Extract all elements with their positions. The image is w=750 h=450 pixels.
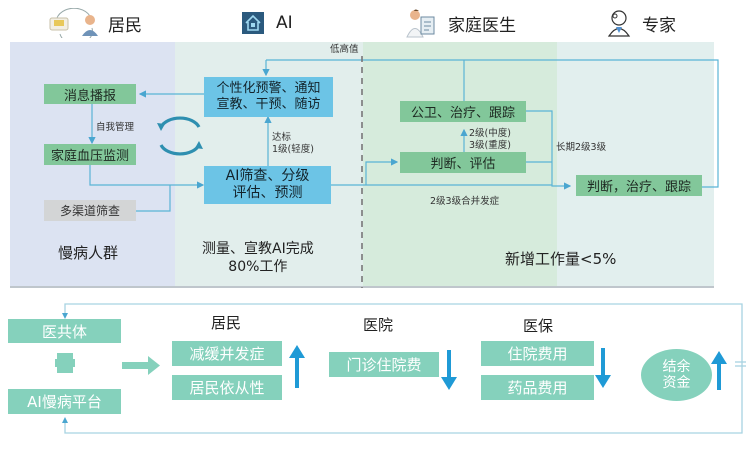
alert-line-2: 宣教、干预、随访 xyxy=(216,97,321,112)
ai-workload-label: 测量、宣教AI完成 80%工作 xyxy=(202,240,314,276)
complication-label: 2级3级合并发症 xyxy=(430,196,500,207)
personalized-alert-box: 个性化预警、通知 宣教、干预、随访 xyxy=(204,77,333,117)
header-role-ai: AI xyxy=(238,8,293,38)
resident-section-title: 居民 xyxy=(211,314,242,332)
multi-channel-screen-label: 多渠道筛查 xyxy=(59,204,120,218)
screen-line-1: AI筛查、分级 xyxy=(225,168,310,185)
screen-line-2: 评估、预测 xyxy=(232,185,303,201)
bp-monitor-person-icon xyxy=(48,8,100,38)
ai-workload-line-1: 测量、宣教AI完成 xyxy=(202,241,314,257)
new-workload-label: 新增工作量<5% xyxy=(505,250,617,268)
outpatient-inpatient-fee-box: 门诊住院费 xyxy=(329,352,439,377)
drug-cost-label: 药品费用 xyxy=(507,379,568,397)
header-role-expert: 专家 xyxy=(604,8,676,38)
header-role-family-doctor: 家庭医生 xyxy=(404,8,516,38)
msg-broadcast-label: 消息播报 xyxy=(63,88,116,104)
hospital-section-title: 医院 xyxy=(363,316,394,334)
ai-workload-line-2: 80%工作 xyxy=(228,259,288,276)
expert-judge-treat-label: 判断，治疗、跟踪 xyxy=(586,180,691,195)
judge-assess-label: 判断、评估 xyxy=(430,157,496,172)
plus-icon xyxy=(55,353,75,373)
reduce-complication-label: 减缓并发症 xyxy=(189,345,265,363)
doctor-clipboard-icon xyxy=(404,8,440,38)
grade-label: 2级(中度) 3级(重度) xyxy=(469,128,511,152)
msg-broadcast-box: 消息播报 xyxy=(44,84,136,104)
public-health-treat-label: 公卫、治疗、跟踪 xyxy=(410,106,515,121)
ai-screening-box: AI筛查、分级 评估、预测 xyxy=(204,166,331,204)
reduce-complication-box: 减缓并发症 xyxy=(172,341,282,366)
outpatient-inpatient-fee-label: 门诊住院费 xyxy=(346,356,422,374)
judge-assess-box: 判断、评估 xyxy=(400,152,526,173)
right-arrow-icon xyxy=(122,356,160,375)
self-manage-label: 自我管理 xyxy=(96,122,135,133)
grade-line-2: 3级(重度) xyxy=(469,139,511,151)
resident-trend-up-arrow-icon xyxy=(289,345,305,388)
role-label: AI xyxy=(276,13,293,33)
expert-doctor-icon xyxy=(604,8,634,38)
insurance-trend-down-arrow-icon xyxy=(595,348,611,388)
grade-line-1: 2级(中度) xyxy=(469,128,511,139)
inpatient-cost-label: 住院费用 xyxy=(507,345,568,363)
bp-monitor-label: 家庭血压监测 xyxy=(50,149,129,164)
resident-compliance-label: 居民依从性 xyxy=(189,379,265,397)
surplus-line-2: 资金 xyxy=(662,375,691,391)
hospital-trend-down-arrow-icon xyxy=(441,350,457,390)
inpatient-cost-box: 住院费用 xyxy=(481,341,594,366)
ai-chronic-platform-box: AI慢病平台 xyxy=(8,389,121,414)
medical-union-box: 医共体 xyxy=(8,319,121,343)
pass-line-2: 1级(轻度) xyxy=(272,143,314,155)
role-label: 专家 xyxy=(642,15,676,36)
lane-bottom-shadow xyxy=(10,286,714,288)
ai-chronic-platform-label: AI慢病平台 xyxy=(27,393,102,411)
drug-cost-box: 药品费用 xyxy=(481,375,594,400)
expert-judge-treat-box: 判断，治疗、跟踪 xyxy=(576,175,702,196)
header-role-resident: 居民 xyxy=(48,8,142,38)
role-label: 居民 xyxy=(108,15,142,36)
resident-compliance-box: 居民依从性 xyxy=(172,375,282,400)
pass-line-1: 达标 xyxy=(272,132,292,143)
surplus-trend-up-arrow-icon xyxy=(711,351,727,390)
smart-home-icon xyxy=(238,8,268,38)
surplus-line-1: 结余 xyxy=(662,358,691,375)
alert-line-1: 个性化预警、通知 xyxy=(216,81,321,97)
bp-monitor-box: 家庭血压监测 xyxy=(44,144,136,165)
multi-channel-screen-box: 多渠道筛查 xyxy=(44,200,136,221)
insurance-section-title: 医保 xyxy=(523,317,554,335)
low-high-value-label: 低高值 xyxy=(330,44,359,55)
role-label: 家庭医生 xyxy=(448,15,516,36)
long-term-grade-label: 长期2级3级 xyxy=(556,142,607,153)
surplus-funds-ellipse: 结余 资金 xyxy=(641,349,712,401)
chronic-population-label: 慢病人群 xyxy=(58,244,119,262)
medical-union-label: 医共体 xyxy=(41,322,87,341)
pass-grade-label: 达标 1级(轻度) xyxy=(272,132,314,156)
public-health-treat-box: 公卫、治疗、跟踪 xyxy=(400,101,526,122)
